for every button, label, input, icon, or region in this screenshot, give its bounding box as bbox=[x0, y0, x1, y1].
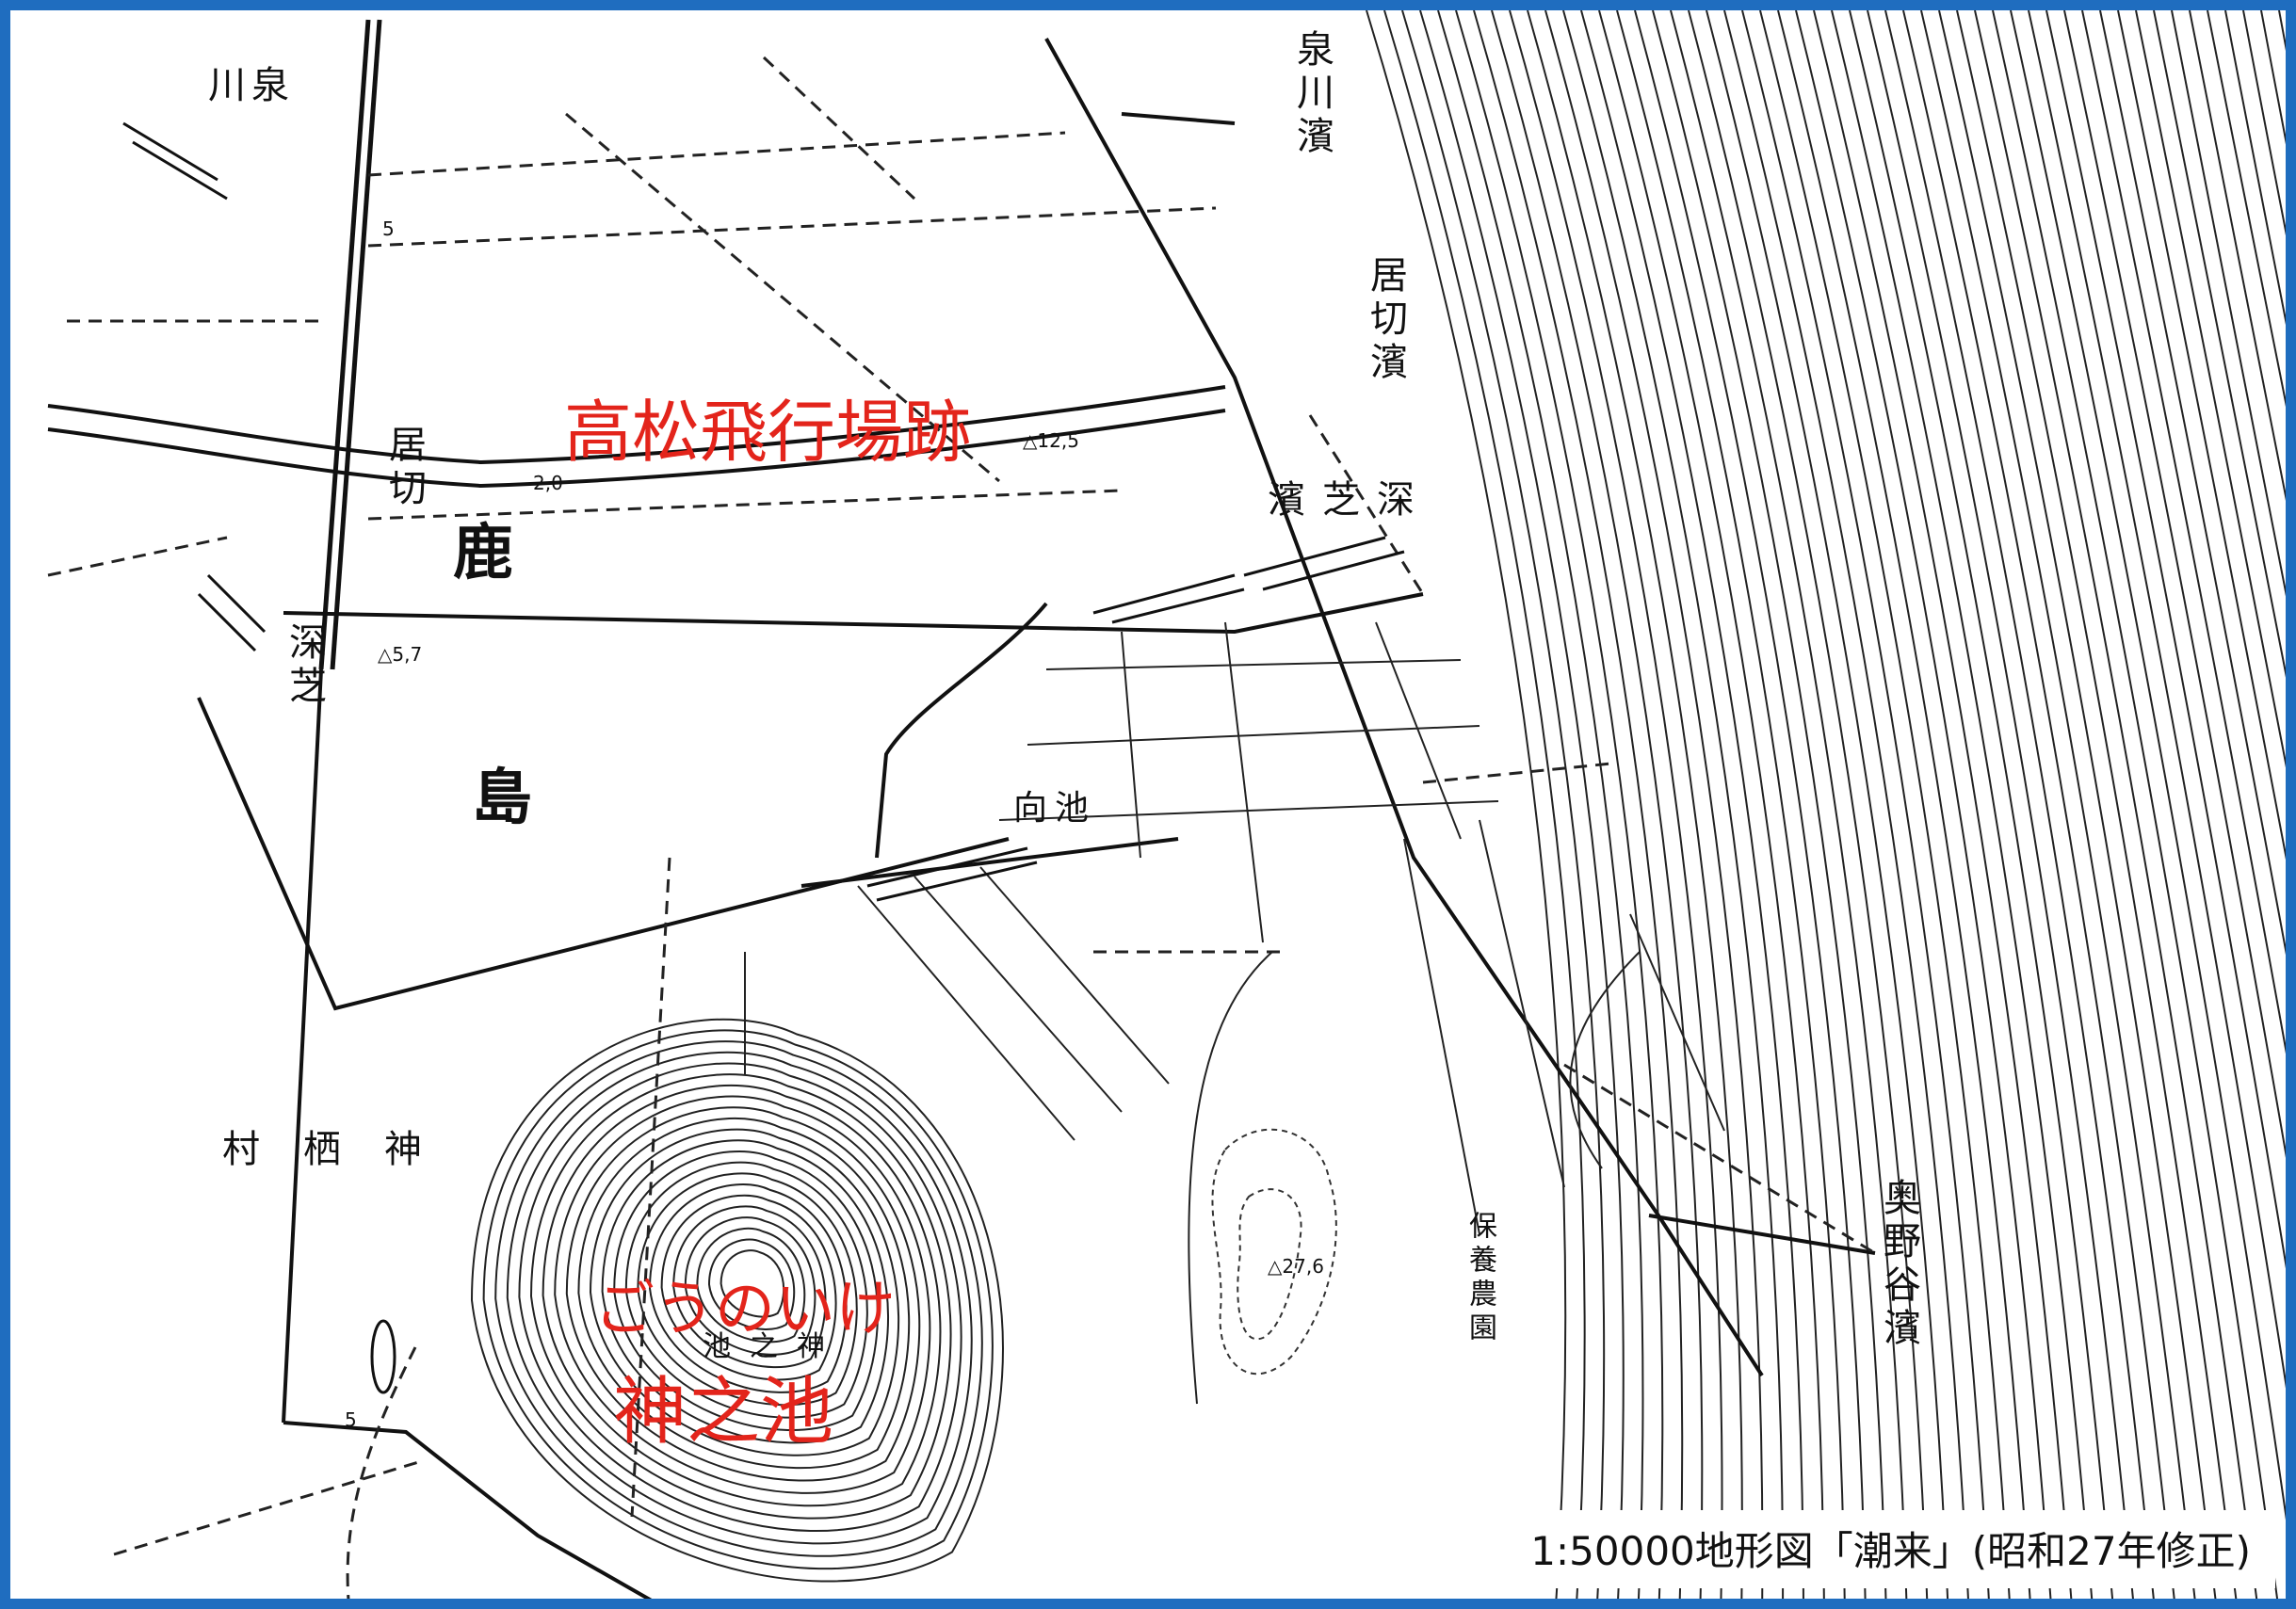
main-roads bbox=[47, 38, 1876, 1599]
pond-contours bbox=[470, 1018, 1004, 1583]
map-label-izumigawa-hama: 泉川濱 bbox=[1290, 29, 1334, 159]
elevation-point: △27,6 bbox=[1268, 1255, 1324, 1278]
map-label-fukashiba-hama: 濱芝深 bbox=[1268, 478, 1431, 522]
elevation-point: △5,7 bbox=[378, 643, 423, 666]
map-label-okunoya-hama: 奥野谷濱 bbox=[1877, 1178, 1920, 1351]
pond-name-annotation: 神之池 bbox=[613, 1370, 834, 1455]
elevation-point: △12,5 bbox=[1023, 429, 1079, 452]
topographic-map bbox=[47, 10, 2286, 1599]
settlement-hatching bbox=[122, 121, 1405, 902]
map-label-fukashiba: 深芝 bbox=[283, 622, 326, 709]
map-label-hoyo-nouen: 保養農園 bbox=[1463, 1211, 1496, 1346]
railway bbox=[318, 19, 382, 670]
small-pond bbox=[370, 1319, 396, 1394]
sea-hatching bbox=[1366, 10, 2286, 1599]
map-label-igiri-hama: 居切濱 bbox=[1364, 255, 1407, 385]
elevation-point: 5 bbox=[382, 217, 395, 240]
elevation-point: 2,0 bbox=[533, 472, 563, 494]
map-label-kamisu-mura: 村栖神 bbox=[222, 1128, 465, 1171]
dashed-roads bbox=[47, 56, 1876, 1599]
map-label-izumigawa: 川泉 bbox=[208, 64, 295, 107]
airfield-annotation: 高松飛行場跡 bbox=[564, 393, 972, 472]
hill-contours bbox=[1211, 1128, 1337, 1376]
map-label-shika: 鹿 bbox=[453, 518, 513, 588]
pond-reading-annotation: ごうのいけ bbox=[594, 1275, 896, 1344]
map-caption: 1:50000地形図「潮来」(昭和27年修正) bbox=[1498, 1510, 2275, 1588]
map-label-pond: 池之神 bbox=[703, 1330, 844, 1363]
map-label-igiri: 居切 bbox=[382, 425, 426, 511]
field-grid bbox=[744, 621, 1725, 1405]
elevation-point: 5 bbox=[345, 1408, 357, 1431]
map-label-mukaiike: 向池 bbox=[1013, 789, 1097, 828]
map-label-shima: 島 bbox=[472, 763, 532, 833]
